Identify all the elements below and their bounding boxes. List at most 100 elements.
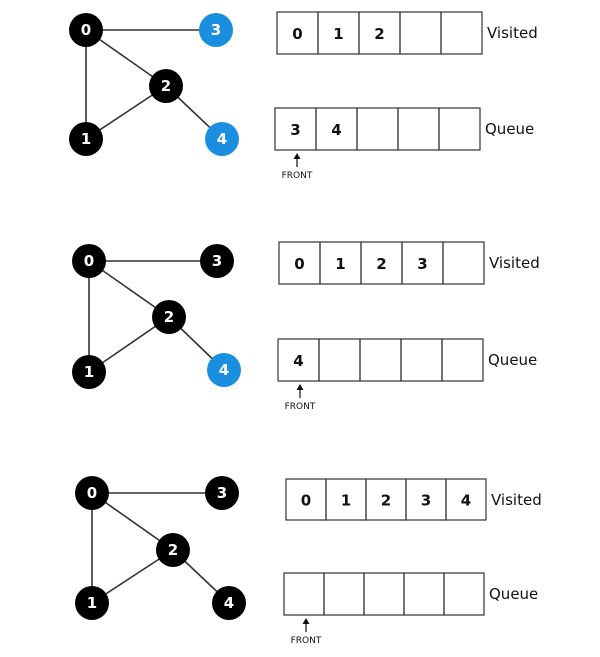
visited-array: 0 1 2 Visited: [276, 11, 538, 55]
visited-label: Visited: [487, 24, 538, 42]
node-label: 3: [217, 484, 227, 502]
node-1: 1: [72, 355, 106, 389]
node-circle: [205, 122, 239, 156]
queue-cell: [397, 107, 440, 151]
node-circle: [156, 533, 190, 567]
node-circle: [149, 69, 183, 103]
queue-cell: [323, 572, 365, 616]
visited-array: 0 1 2 3 4 Visited: [285, 478, 542, 521]
node-0: 0: [72, 244, 106, 278]
visited-cell-value: 2: [381, 492, 391, 510]
queue-array: 3 4 Queue: [274, 107, 534, 151]
queue-cell: [441, 338, 484, 382]
node-2: 2: [149, 69, 183, 103]
node-circle: [72, 244, 106, 278]
visited-cell-value: 4: [461, 492, 471, 510]
queue-cell: [359, 338, 402, 382]
visited-cell-value: 2: [374, 25, 384, 43]
node-circle: [205, 476, 239, 510]
node-circle: [212, 586, 246, 620]
queue-cell: [356, 107, 399, 151]
queue-cell: [363, 572, 405, 616]
visited-cell: [440, 11, 483, 55]
node-4: 4: [212, 586, 246, 620]
queue-cell: [283, 572, 325, 616]
node-circle: [199, 13, 233, 47]
queue-cell-value: 4: [293, 352, 303, 370]
queue-array: 4 Queue: [277, 338, 537, 382]
node-label: 0: [87, 484, 97, 502]
node-2: 2: [156, 533, 190, 567]
node-circle: [152, 300, 186, 334]
visited-cell-value: 0: [294, 255, 304, 273]
front-label: FRONT: [291, 636, 322, 646]
node-label: 0: [81, 21, 91, 39]
node-4: 4: [205, 122, 239, 156]
front-label: FRONT: [285, 402, 316, 412]
queue-cell: [443, 572, 485, 616]
visited-label: Visited: [489, 254, 540, 272]
node-label: 1: [87, 594, 97, 612]
node-label: 0: [84, 252, 94, 270]
node-label: 3: [211, 21, 221, 39]
node-circle: [75, 586, 109, 620]
node-label: 2: [164, 308, 174, 326]
front-label: FRONT: [282, 171, 313, 181]
graph-nodes: 0 1 2 3 4: [69, 13, 239, 156]
queue-cell: [438, 107, 481, 151]
node-circle: [69, 122, 103, 156]
node-2: 2: [152, 300, 186, 334]
node-label: 4: [217, 130, 227, 148]
node-0: 0: [69, 13, 103, 47]
node-3: 3: [205, 476, 239, 510]
front-pointer: FRONT: [291, 618, 322, 646]
node-label: 1: [81, 130, 91, 148]
node-1: 1: [69, 122, 103, 156]
node-3: 3: [199, 13, 233, 47]
queue-cell-value: 3: [290, 121, 300, 139]
front-arrow-icon: [296, 384, 304, 390]
front-arrow-icon: [302, 618, 310, 624]
visited-cell-value: 1: [335, 255, 345, 273]
visited-cell: [445, 478, 487, 521]
node-label: 3: [212, 252, 222, 270]
node-circle: [200, 244, 234, 278]
front-pointer: FRONT: [285, 384, 316, 412]
node-1: 1: [75, 586, 109, 620]
graph-nodes: 0 1 2 3 4: [75, 476, 246, 620]
node-label: 4: [224, 594, 234, 612]
node-circle: [207, 353, 241, 387]
graph-nodes: 0 1 2 3 4: [72, 244, 241, 389]
node-0: 0: [75, 476, 109, 510]
visited-array: 0 1 2 3 Visited: [278, 241, 540, 285]
visited-cell-value: 1: [333, 25, 343, 43]
visited-cell-value: 3: [421, 492, 431, 510]
node-3: 3: [200, 244, 234, 278]
queue-label: Queue: [485, 120, 534, 138]
visited-cell-value: 1: [341, 492, 351, 510]
visited-cell-value: 0: [292, 25, 302, 43]
node-4: 4: [207, 353, 241, 387]
queue-label: Queue: [488, 351, 537, 369]
node-circle: [72, 355, 106, 389]
visited-cell: [399, 11, 442, 55]
visited-cell-value: 2: [376, 255, 386, 273]
node-circle: [69, 13, 103, 47]
node-label: 4: [219, 361, 229, 379]
queue-cell: [400, 338, 443, 382]
node-label: 2: [168, 541, 178, 559]
visited-label: Visited: [491, 491, 542, 509]
front-arrow-icon: [293, 153, 301, 159]
queue-array: Queue: [283, 572, 538, 616]
queue-cell: [403, 572, 445, 616]
visited-cell-value: 3: [417, 255, 427, 273]
visited-cell-value: 0: [301, 492, 311, 510]
queue-cell-value: 4: [331, 121, 341, 139]
visited-cell: [442, 241, 485, 285]
front-pointer: FRONT: [282, 153, 313, 181]
node-label: 1: [84, 363, 94, 381]
